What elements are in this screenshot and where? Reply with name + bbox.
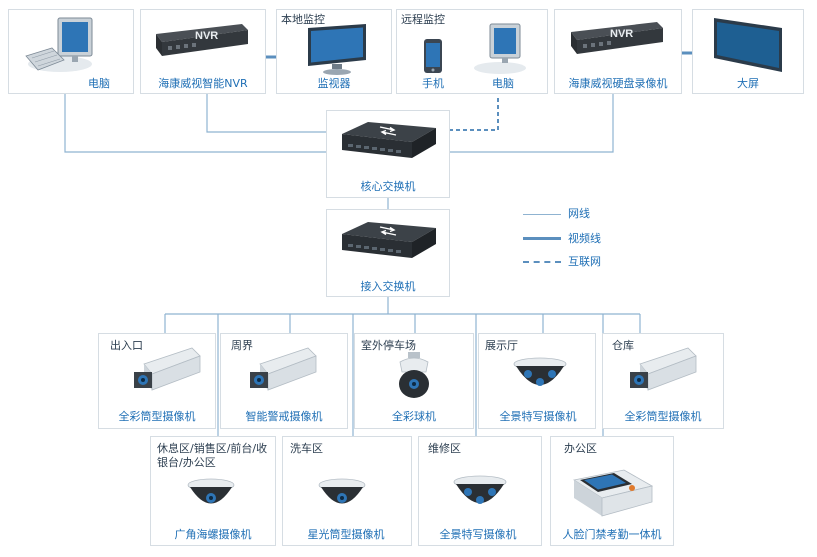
zone-label: 洗车区 bbox=[290, 442, 323, 455]
device-label: 星光筒型摄像机 bbox=[307, 528, 385, 541]
pc2-label: 电脑 bbox=[492, 77, 514, 90]
line-nvr1-core bbox=[206, 93, 326, 133]
line-pc1-core bbox=[64, 93, 326, 153]
zone-label: 展示厅 bbox=[485, 339, 518, 352]
nvr1-label: 海康威视智能NVR bbox=[158, 77, 248, 90]
zone-label: 室外停车场 bbox=[361, 339, 416, 352]
mobile-phone-icon bbox=[424, 39, 442, 73]
access-switch-label: 接入交换机 bbox=[360, 280, 416, 293]
nvr1-badge: NVR bbox=[195, 30, 218, 42]
camera-node-lounge bbox=[150, 436, 276, 546]
panoramic-camera-icon bbox=[453, 475, 507, 504]
zone-label: 维修区 bbox=[428, 442, 461, 455]
big-screen-icon bbox=[714, 18, 782, 72]
device-label: 全景特写摄像机 bbox=[499, 410, 577, 423]
zone-label: 周界 bbox=[231, 339, 253, 352]
bullet-camera-icon bbox=[250, 347, 317, 391]
bullet-camera-icon bbox=[134, 347, 201, 391]
nvr2-badge: NVR bbox=[610, 28, 633, 40]
legend-internet-line bbox=[523, 261, 561, 263]
nvr-recorder-icon: NVR bbox=[156, 24, 248, 56]
zone-label: 仓库 bbox=[612, 339, 634, 352]
pc1-label: 电脑 bbox=[88, 77, 110, 90]
device-label: 全彩筒型摄像机 bbox=[624, 410, 702, 423]
desktop-computer-icon bbox=[474, 23, 526, 74]
zone-label: 休息区/销售区/前台/收银台/办公区 bbox=[157, 442, 268, 469]
network-switch-icon bbox=[342, 222, 436, 258]
network-switch-icon bbox=[342, 122, 436, 158]
local-monitoring-title: 本地监控 bbox=[281, 13, 325, 26]
phone-label: 手机 bbox=[422, 77, 444, 90]
device-label: 广角海螺摄像机 bbox=[174, 528, 252, 541]
dome-camera-icon bbox=[187, 478, 235, 504]
legend-internet-label: 互联网 bbox=[568, 255, 601, 268]
legend-network-label: 网线 bbox=[568, 207, 590, 220]
line-nvr2-core bbox=[450, 93, 614, 153]
legend-video-label: 视频线 bbox=[568, 232, 601, 245]
legend-video-line bbox=[523, 237, 561, 240]
zone-label: 出入口 bbox=[110, 339, 143, 352]
device-label: 全彩球机 bbox=[392, 410, 436, 423]
face-access-terminal-icon bbox=[572, 469, 654, 517]
dome-camera-icon bbox=[318, 478, 366, 504]
bullet-camera-icon bbox=[630, 347, 697, 391]
big-screen-label: 大屏 bbox=[737, 77, 759, 90]
monitor-label: 监视器 bbox=[317, 77, 351, 90]
internet-line-remote-core bbox=[450, 98, 499, 131]
remote-monitoring-node bbox=[396, 9, 548, 94]
legend-network-line bbox=[523, 214, 561, 215]
panoramic-camera-icon bbox=[513, 357, 567, 386]
device-label: 全彩筒型摄像机 bbox=[118, 410, 196, 423]
remote-monitoring-title: 远程监控 bbox=[401, 13, 445, 26]
nvr2-label: 海康威视硬盘录像机 bbox=[568, 77, 668, 90]
speed-dome-camera-icon bbox=[399, 352, 429, 398]
nvr-recorder-icon: NVR bbox=[571, 22, 663, 54]
monitor-icon bbox=[308, 24, 366, 75]
device-label: 智能警戒摄像机 bbox=[245, 410, 323, 423]
device-label: 全景特写摄像机 bbox=[439, 528, 517, 541]
core-switch-label: 核心交换机 bbox=[360, 180, 416, 193]
desktop-computer-icon bbox=[25, 17, 93, 72]
zone-label: 办公区 bbox=[564, 442, 597, 455]
device-label: 人脸门禁考勤一体机 bbox=[562, 528, 662, 541]
